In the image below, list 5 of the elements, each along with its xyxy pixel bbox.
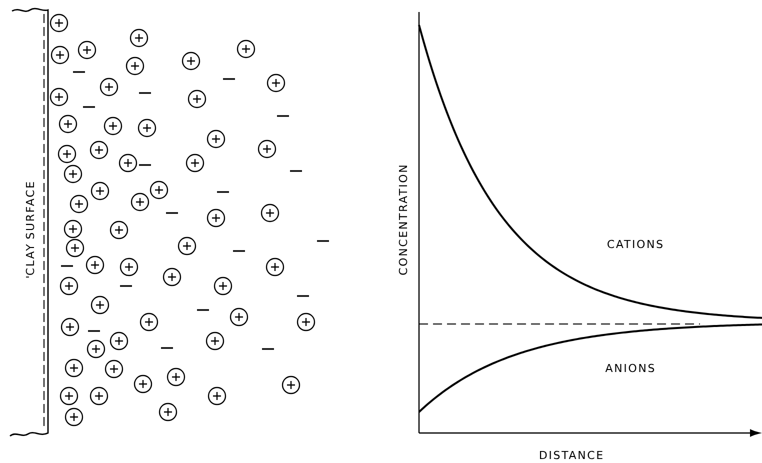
surface-label: 'CLAY SURFACE xyxy=(26,182,34,278)
curve-label: CATIONS xyxy=(608,240,662,248)
axis-label: CONCENTRATION xyxy=(398,166,408,275)
axis-label: DISTANCE xyxy=(540,450,602,460)
curve-label: ANIONS xyxy=(605,364,654,372)
